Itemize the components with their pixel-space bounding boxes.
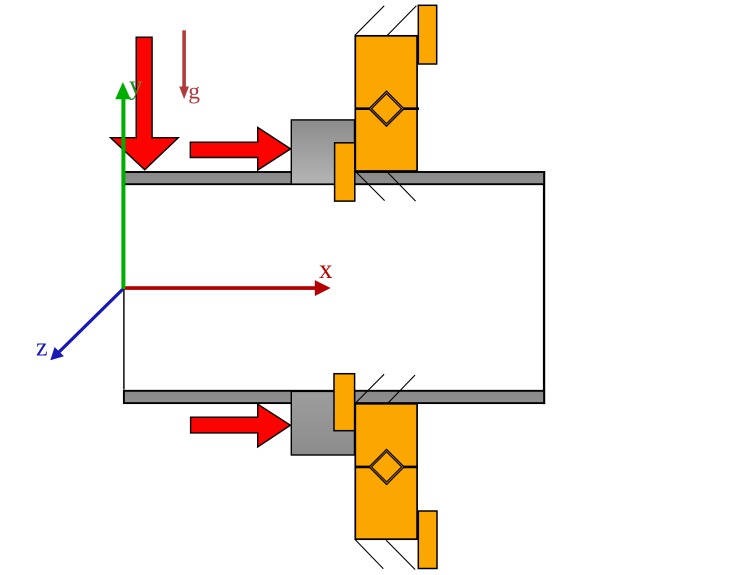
svg-text:y: y	[129, 70, 143, 100]
svg-text:x: x	[319, 254, 333, 284]
svg-text:z: z	[36, 333, 48, 362]
svg-text:g: g	[188, 79, 200, 105]
svg-text:y: y	[129, 70, 143, 100]
